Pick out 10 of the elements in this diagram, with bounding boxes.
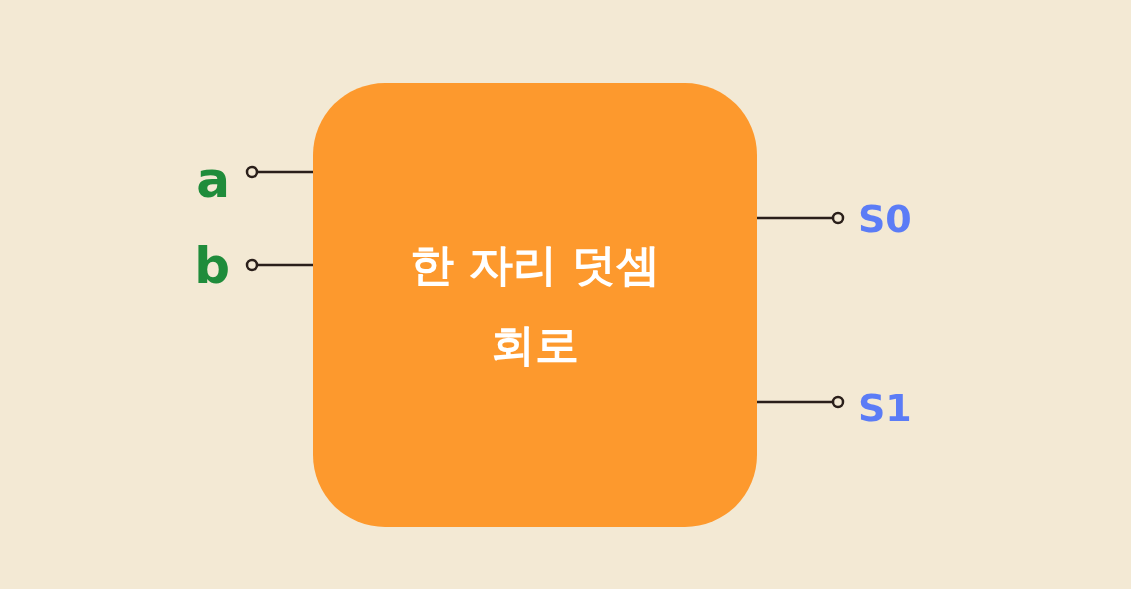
terminal-wire: [757, 211, 845, 225]
input-label: b: [180, 236, 246, 296]
circuit-block: [313, 83, 757, 527]
circuit-title: 한 자리 덧셈 회로: [408, 238, 662, 372]
terminal-wire: [757, 395, 845, 409]
input-label: a: [180, 150, 246, 210]
terminal-wire: [245, 258, 313, 272]
terminal-wire: [245, 165, 313, 179]
output-label: S1: [844, 383, 934, 433]
output-label: S0: [844, 194, 934, 244]
